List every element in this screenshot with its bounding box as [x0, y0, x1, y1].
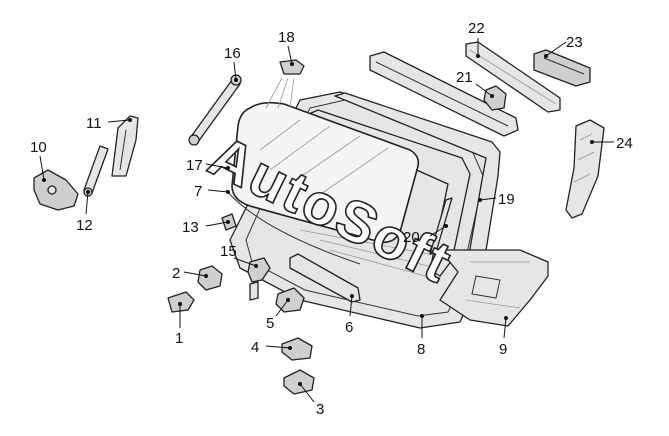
callout-24: 24 [616, 135, 633, 152]
callout-4: 4 [251, 339, 259, 356]
callout-5: 5 [266, 315, 274, 332]
bracket-2 [197, 265, 223, 291]
callout-20: 20 [403, 229, 420, 246]
side-pillar-trim [565, 119, 605, 219]
callout-15: 15 [220, 243, 237, 260]
wiper-arm [429, 197, 453, 255]
callout-8: 8 [417, 341, 425, 358]
callout-12: 12 [76, 217, 93, 234]
buffer-3 [283, 369, 315, 395]
callout-23: 23 [566, 34, 583, 51]
gas-strut-upper [188, 74, 242, 146]
lamp-bracket [483, 85, 507, 111]
garnish-strip [289, 253, 361, 303]
callout-2: 2 [172, 265, 180, 282]
washer-hose [225, 189, 361, 265]
callout-9: 9 [499, 341, 507, 358]
lower-trim-panel [439, 249, 549, 327]
buffer-4 [281, 337, 313, 361]
callout-leaders [39, 38, 614, 403]
callout-3: 3 [316, 401, 324, 418]
tailgate-latch [33, 169, 79, 211]
lock-cylinder-15 [247, 257, 271, 301]
callout-13: 13 [182, 219, 199, 236]
callout-17: 17 [186, 157, 203, 174]
gas-strut-lower [83, 145, 109, 197]
roof-spoiler [369, 51, 519, 137]
high-mount-lamp [533, 49, 591, 87]
callout-6: 6 [345, 319, 353, 336]
callout-16: 16 [224, 45, 241, 62]
callout-22: 22 [468, 20, 485, 37]
rear-window-glass [231, 101, 420, 244]
callout-7: 7 [194, 183, 202, 200]
callout-19: 19 [498, 191, 515, 208]
tailgate-hinge [111, 115, 139, 177]
callout-labels: 1 2 3 4 5 6 7 8 9 10 11 12 13 15 16 17 1… [30, 20, 633, 418]
callout-10: 10 [30, 139, 47, 156]
washer-nozzle [265, 59, 305, 109]
callout-21: 21 [456, 69, 473, 86]
clip-1 [167, 291, 195, 313]
callout-18: 18 [278, 29, 295, 46]
callout-11: 11 [86, 115, 102, 132]
callout-1: 1 [175, 330, 183, 347]
